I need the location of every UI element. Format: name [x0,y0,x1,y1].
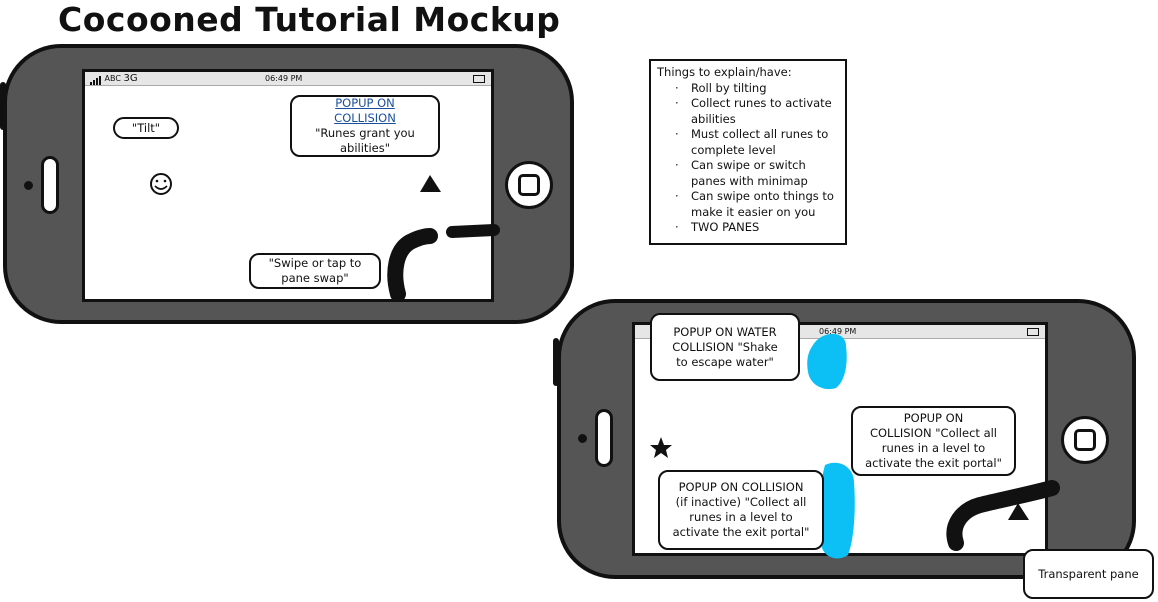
notes-item: Roll by tilting [675,81,839,97]
notes-item-text-cont: panes with minimap [691,173,808,188]
inactive-popup-line2: (if inactive) "Collect all [675,495,807,509]
notes-item-text: Can swipe or switch [691,158,806,172]
star-icon [650,437,672,458]
triangle-rune-icon [1008,503,1029,520]
water-popup-line1: POPUP ON WATER [673,324,777,339]
home-button-glyph [1074,429,1096,451]
popup-link-line2[interactable]: COLLISION [334,111,396,125]
inactive-popup-line4: activate the exit portal" [672,525,810,539]
status-time: 06:49 PM [265,74,303,83]
notes-item-text: Roll by tilting [691,80,767,95]
notes-item-text: TWO PANES [691,220,760,234]
swipe-stroke [946,480,1060,551]
transparent-pane-label: Transparent pane [1038,566,1139,581]
tilt-bubble-text: "Tilt" [131,120,161,135]
notes-item-text-cont: make it easier on you [691,204,816,219]
exit-portal-popup-bubble: POPUP ON COLLISION "Collect all runes in… [851,406,1016,476]
water-popup-bubble: POPUP ON WATER COLLISION "Shake to escap… [650,313,800,381]
phone-top-side-button [0,82,6,130]
transparent-pane-note: Transparent pane [1023,549,1154,599]
popup-text-line3: "Runes grant you [315,126,415,140]
status-time: 06:49 PM [819,327,857,336]
tilt-bubble: "Tilt" [113,117,179,139]
inactive-popup-line3: runes in a level to [689,510,793,524]
exit-popup-line3: runes in a level to [881,441,986,455]
battery-icon [473,75,485,83]
signal-bars-icon [90,72,102,85]
inactive-popup-bubble: POPUP ON COLLISION (if inactive) "Collec… [658,470,824,550]
notes-item: Can swipe or switch panes with minimap [675,158,839,189]
water-blob-top [807,333,847,390]
phone-top-home-button[interactable] [505,161,553,209]
exit-popup-line1: POPUP ON [903,411,964,425]
swipe-text-line2: pane swap" [281,271,349,285]
popup-link-line1[interactable]: POPUP ON [335,96,395,110]
notes-item: Must collect all runes to complete level [675,127,839,158]
popup-text-line4: abilities" [340,141,390,155]
notes-item: Collect runes to activate abilities [675,96,839,127]
notes-list: Roll by tilting Collect runes to activat… [657,81,839,236]
mockup-title: Cocooned Tutorial Mockup [58,0,561,39]
notes-item-text-cont: abilities [691,111,736,126]
notes-item: Can swipe onto things to make it easier … [675,189,839,220]
notes-item-text-cont: complete level [691,142,776,157]
swipe-text-line1: "Swipe or tap to [268,256,362,270]
phone-bottom-side-button [553,338,559,386]
home-button-glyph [518,174,540,196]
phone-bottom-camera [578,434,587,443]
notes-item-text: Collect runes to activate [691,96,832,110]
carrier-label: ABC [104,74,121,83]
battery-icon [1027,328,1039,336]
swipe-bubble: "Swipe or tap to pane swap" [249,253,381,289]
phone-bottom-home-button[interactable] [1061,416,1109,464]
water-popup-line2: COLLISION "Shake [672,339,778,354]
exit-popup-line2: COLLISION "Collect all [869,426,998,440]
notes-item: TWO PANES [675,220,839,236]
phone-top-camera [24,181,33,190]
notes-item-text: Must collect all runes to [691,127,829,141]
water-popup-line3: to escape water" [676,354,774,369]
network-label: 3G [123,73,138,84]
swipe-stroke [387,228,438,302]
phone-top-status-bar: ABC 3G 06:49 PM [85,72,491,86]
runes-popup-bubble: POPUP ON COLLISION "Runes grant you abil… [290,95,440,157]
water-blob-bottom [819,462,855,559]
notes-item-text: Can swipe onto things to [691,189,834,203]
exit-popup-line4: activate the exit portal" [865,456,1002,470]
phone-bottom-speaker [595,409,613,467]
smiley-face-icon [150,173,172,195]
inactive-popup-line1: POPUP ON COLLISION [678,480,804,494]
phone-top-speaker [41,156,59,214]
swipe-stroke-extension [446,224,500,238]
triangle-rune-icon [420,175,441,192]
notes-box: Things to explain/have: Roll by tilting … [649,59,847,245]
notes-heading: Things to explain/have: [657,65,792,79]
